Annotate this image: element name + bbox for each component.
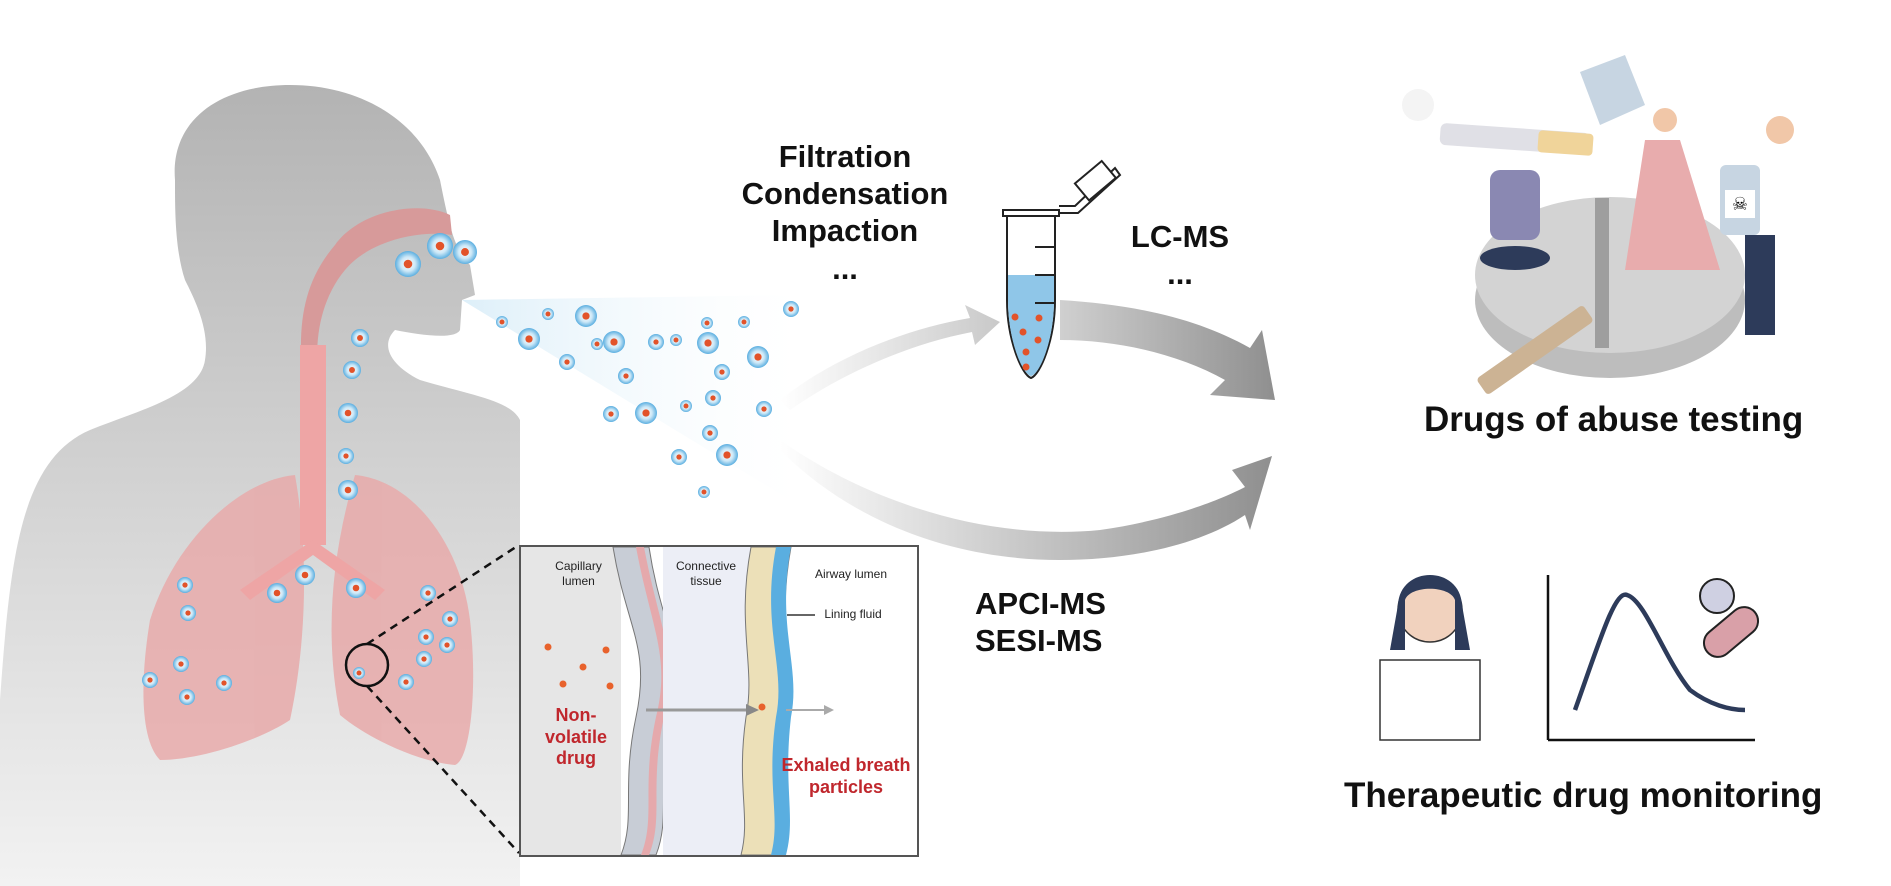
arrow-lcms	[1060, 300, 1275, 400]
method-filtration: Filtration	[778, 139, 912, 174]
method-sesi-ms: SESI-MS	[975, 623, 1103, 659]
particle-core	[447, 616, 453, 622]
method-impaction: Impaction	[771, 213, 919, 249]
particle-core	[642, 409, 650, 417]
particle-core	[344, 486, 352, 494]
drugs-of-abuse-illustration: ☠	[1402, 55, 1794, 394]
method-apci-ms: APCI-MS	[975, 586, 1106, 621]
particle-core	[741, 319, 747, 325]
particle-core	[184, 694, 190, 700]
arrow-to-tube	[780, 305, 1000, 410]
particle-core	[719, 369, 725, 375]
particle-core	[499, 319, 505, 325]
particle-core	[352, 584, 360, 592]
particle-core	[704, 339, 712, 347]
particle-core	[344, 409, 352, 417]
label-lining-fluid: Lining fluid	[824, 607, 882, 621]
bronchi	[240, 540, 385, 600]
particle-core	[403, 679, 409, 685]
method-lcms: LC-MS	[1130, 219, 1230, 254]
particle-core	[349, 367, 355, 373]
particle-core	[610, 338, 618, 346]
particle-core	[723, 451, 731, 459]
skull-icon: ☠	[1732, 194, 1748, 214]
particle-core	[356, 670, 362, 676]
particle-core	[185, 610, 191, 616]
alveolar-inset: Capillary lumen Connective tissue Airway…	[519, 545, 919, 857]
trachea	[300, 345, 326, 545]
particle-core	[701, 489, 707, 495]
particle-core	[182, 582, 188, 588]
particle-core	[608, 411, 614, 417]
particle-core	[147, 677, 153, 683]
particle-core	[421, 656, 427, 662]
particle-core	[435, 241, 445, 251]
arrow-online	[780, 440, 1272, 560]
particle-core	[301, 571, 309, 579]
particle-core	[444, 642, 450, 648]
particle-core	[423, 634, 429, 640]
particle-core	[403, 259, 413, 269]
particle-core	[761, 406, 767, 412]
method-more: ...	[832, 250, 858, 286]
particle-core	[754, 353, 762, 361]
zoom-line-top	[366, 543, 520, 646]
particle-core	[710, 395, 716, 401]
label-connective-tissue: Connective tissue	[675, 559, 737, 588]
particle-core	[594, 341, 600, 347]
particle-core	[221, 680, 227, 686]
offline-methods: LC-MS ...	[1115, 218, 1245, 292]
particle-core	[273, 589, 281, 597]
particle-core	[525, 335, 533, 343]
particle-core	[788, 306, 794, 312]
method-offline-more: ...	[1167, 256, 1193, 292]
tdm-illustration	[1379, 575, 1760, 742]
particle-core	[564, 359, 570, 365]
particle-core	[178, 661, 184, 667]
particle-core	[425, 590, 431, 596]
sample-tube-icon	[1002, 159, 1122, 380]
particle-core	[707, 430, 713, 436]
online-methods: APCI-MS SESI-MS	[975, 585, 1125, 659]
particle-core	[704, 320, 710, 326]
particle-core	[683, 403, 689, 409]
tablet-icon	[1699, 578, 1735, 614]
particle-core	[545, 311, 551, 317]
particle-core	[582, 312, 590, 320]
particle-core	[673, 337, 679, 343]
collection-methods: Filtration Condensation Impaction ...	[740, 138, 950, 287]
drugs-of-abuse-title: Drugs of abuse testing	[1424, 400, 1804, 439]
particle-core	[343, 453, 349, 459]
method-condensation: Condensation	[741, 176, 949, 212]
label-capillary-lumen: Capillary lumen	[555, 559, 602, 588]
particle-core	[676, 454, 682, 460]
particle-core	[653, 339, 659, 345]
particle-core	[461, 248, 469, 256]
concentration-curve	[1572, 592, 1746, 713]
tdm-title: Therapeutic drug monitoring	[1344, 776, 1823, 815]
particle-core	[623, 373, 629, 379]
zoom-line-bottom	[366, 685, 520, 854]
label-non-volatile-drug: Non-volatile drug	[544, 705, 608, 769]
label-exhaled-particles: Exhaled breath particles	[781, 755, 911, 797]
label-airway-lumen: Airway lumen	[814, 567, 888, 581]
particle-group	[142, 233, 799, 705]
capsule-icon	[1702, 606, 1760, 658]
particle-core	[357, 335, 363, 341]
